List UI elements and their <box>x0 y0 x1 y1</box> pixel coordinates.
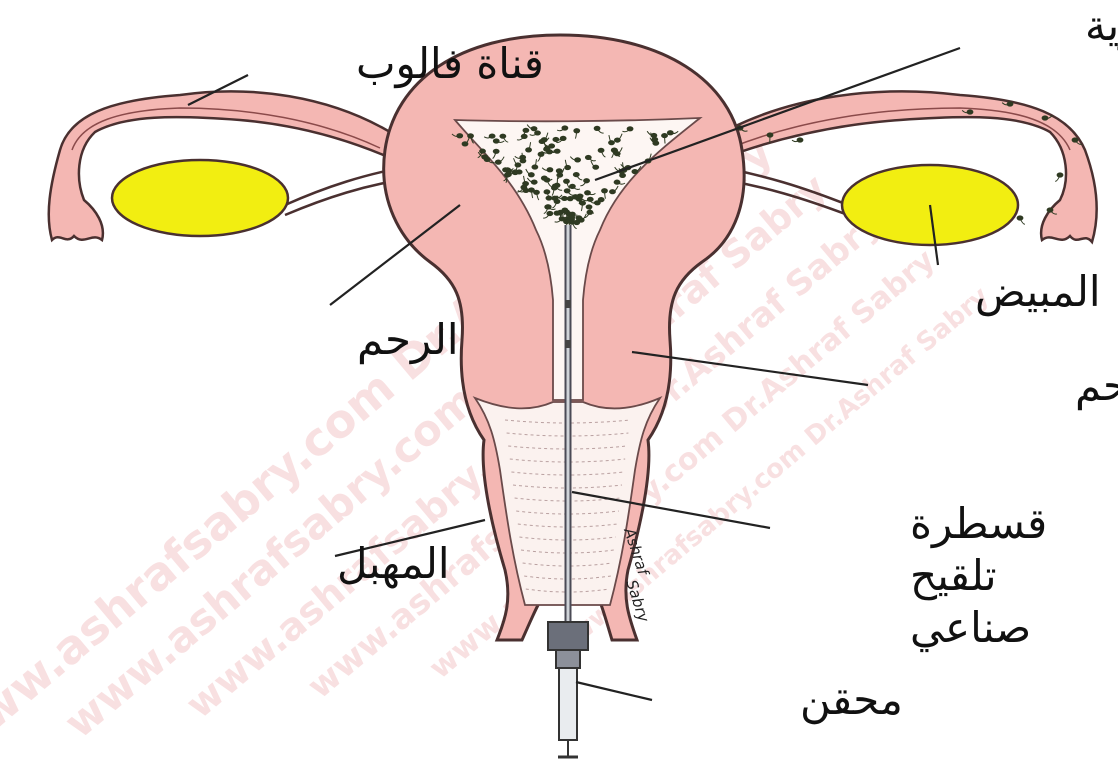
left-ovary <box>112 160 288 236</box>
leader-syringe <box>576 682 652 700</box>
label-ovary: المبيض <box>975 267 1101 316</box>
label-sperm: حيوانات منوية <box>1085 1 1118 50</box>
label-vagina: المهبل <box>337 539 450 589</box>
label-catheter-line1: قسطرة <box>910 499 1047 548</box>
sperm-cell <box>1055 172 1063 181</box>
label-uterus: الرحم <box>357 315 459 365</box>
label-cervix: عنق الرحم <box>1075 361 1118 411</box>
label-syringe: محقن <box>800 675 903 724</box>
label-fallopian-tube: قناة فالوب <box>356 39 544 88</box>
insemination-catheter <box>565 225 571 625</box>
syringe <box>548 622 588 757</box>
label-catheter-line3: صناعي <box>910 603 1031 653</box>
sperm-cell <box>1017 215 1025 224</box>
left-fallopian-tube <box>49 91 400 240</box>
label-catheter-line2: تلقيح <box>910 551 997 601</box>
sperm-cell <box>792 137 803 142</box>
